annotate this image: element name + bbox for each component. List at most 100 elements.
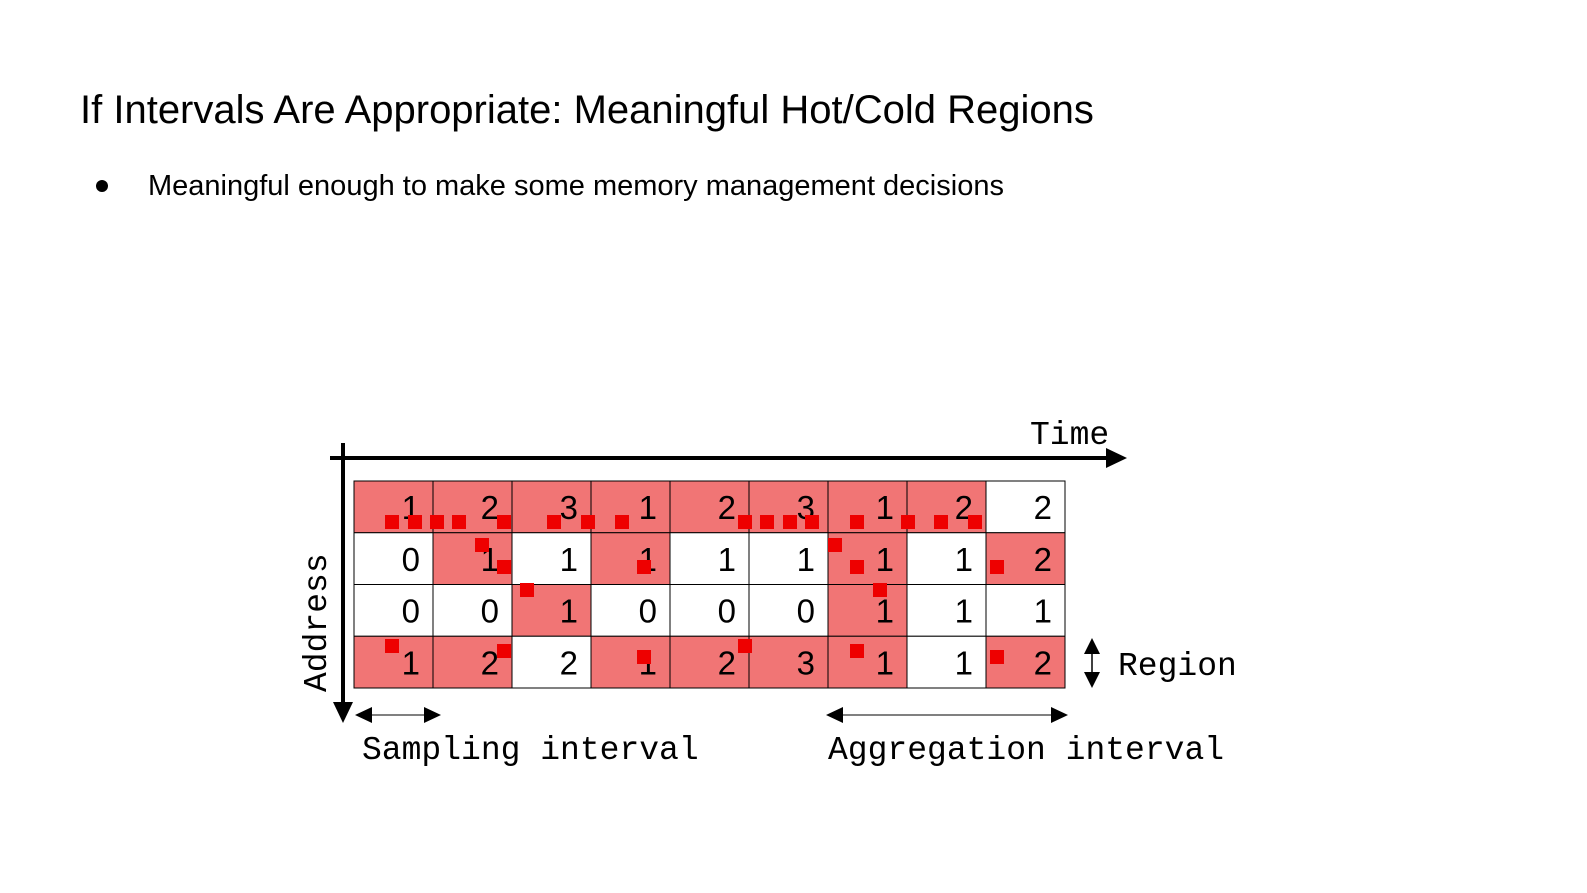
sample-marker-icon xyxy=(615,515,629,529)
sample-marker-icon xyxy=(475,538,489,552)
sample-marker-icon xyxy=(385,515,399,529)
sample-marker-icon xyxy=(385,639,399,653)
access-count: 1 xyxy=(1034,593,1052,630)
sample-marker-icon xyxy=(547,515,561,529)
access-count: 0 xyxy=(481,593,499,630)
region-down-arrow-icon xyxy=(1084,672,1100,688)
sample-marker-icon xyxy=(497,515,511,529)
access-count: 2 xyxy=(718,644,736,681)
region-cell xyxy=(985,532,1066,585)
time-label: Time xyxy=(1030,417,1109,454)
access-count: 2 xyxy=(1034,489,1052,526)
region-cell xyxy=(985,584,1066,637)
sample-marker-icon xyxy=(828,538,842,552)
access-count: 2 xyxy=(560,644,578,681)
bullet-text: Meaningful enough to make some memory ma… xyxy=(148,170,1004,202)
aggregation-left-arrow-icon xyxy=(826,707,843,723)
region-cell xyxy=(511,635,592,689)
bullet-dot-icon xyxy=(96,180,108,192)
access-count: 2 xyxy=(1034,541,1052,578)
access-count: 0 xyxy=(797,593,815,630)
sample-marker-icon xyxy=(783,515,797,529)
region-cell xyxy=(432,584,513,637)
sample-marker-icon xyxy=(850,560,864,574)
sample-marker-icon xyxy=(497,560,511,574)
region-cell xyxy=(432,532,513,585)
region-up-arrow-icon xyxy=(1084,638,1100,654)
region-cell xyxy=(985,480,1066,534)
sample-marker-icon xyxy=(968,515,982,529)
address-arrow-icon xyxy=(333,702,353,723)
region-cell xyxy=(590,584,671,637)
access-count: 3 xyxy=(797,644,815,681)
sampling-right-arrow-icon xyxy=(424,707,441,723)
region-cell xyxy=(827,480,908,534)
access-count: 1 xyxy=(876,541,894,578)
sample-marker-icon xyxy=(760,515,774,529)
sample-marker-icon xyxy=(738,515,752,529)
sample-marker-icon xyxy=(850,644,864,658)
access-count: 2 xyxy=(481,489,499,526)
region-cell xyxy=(353,584,434,637)
sample-marker-icon xyxy=(990,560,1004,574)
time-arrow-icon xyxy=(1106,448,1127,468)
access-count: 1 xyxy=(402,644,420,681)
sampling-left-arrow-icon xyxy=(355,707,372,723)
region-cell xyxy=(590,532,671,585)
access-count: 1 xyxy=(797,541,815,578)
access-count: 0 xyxy=(402,541,420,578)
sample-marker-icon xyxy=(873,583,887,597)
sample-marker-icon xyxy=(430,515,444,529)
access-count: 1 xyxy=(876,644,894,681)
sample-marker-icon xyxy=(497,644,511,658)
access-count: 1 xyxy=(560,541,578,578)
region-cell xyxy=(906,584,987,637)
access-count: 0 xyxy=(639,593,657,630)
sample-marker-icon xyxy=(637,560,651,574)
region-cell xyxy=(590,480,671,534)
sample-marker-icon xyxy=(452,515,466,529)
access-count: 0 xyxy=(718,593,736,630)
sample-marker-icon xyxy=(408,515,422,529)
region-cell xyxy=(353,532,434,585)
region-cell xyxy=(669,480,750,534)
region-cell xyxy=(669,584,750,637)
sample-marker-icon xyxy=(805,515,819,529)
region-cell xyxy=(748,635,829,689)
region-cell xyxy=(748,584,829,637)
access-count: 1 xyxy=(639,489,657,526)
access-count: 1 xyxy=(718,541,736,578)
region-label: Region xyxy=(1118,648,1237,685)
region-cell xyxy=(827,635,908,689)
sample-marker-icon xyxy=(901,515,915,529)
access-count: 3 xyxy=(560,489,578,526)
region-grid: 123123122011111112001000111122123112 xyxy=(353,480,1066,689)
sample-marker-icon xyxy=(934,515,948,529)
sample-marker-icon xyxy=(520,583,534,597)
region-cell xyxy=(511,532,592,585)
access-count: 2 xyxy=(481,644,499,681)
slide-title: If Intervals Are Appropriate: Meaningful… xyxy=(80,88,1094,132)
region-cell xyxy=(590,635,671,689)
sample-marker-icon xyxy=(581,515,595,529)
access-count: 1 xyxy=(955,593,973,630)
access-count: 1 xyxy=(560,593,578,630)
region-cell xyxy=(669,635,750,689)
access-count: 2 xyxy=(1034,644,1052,681)
access-count: 1 xyxy=(876,593,894,630)
region-cell xyxy=(827,584,908,637)
access-count: 1 xyxy=(955,541,973,578)
aggregation-interval-label: Aggregation interval xyxy=(828,732,1224,769)
sample-marker-icon xyxy=(637,650,651,664)
sampling-interval-label: Sampling interval xyxy=(362,732,699,769)
access-count: 2 xyxy=(718,489,736,526)
sample-marker-icon xyxy=(990,650,1004,664)
region-cell xyxy=(748,532,829,585)
access-count: 1 xyxy=(955,644,973,681)
region-cell xyxy=(906,532,987,585)
sample-marker-icon xyxy=(738,639,752,653)
access-count: 0 xyxy=(402,593,420,630)
address-label: Address xyxy=(299,553,336,692)
aggregation-right-arrow-icon xyxy=(1051,707,1068,723)
sample-markers xyxy=(385,515,1004,664)
